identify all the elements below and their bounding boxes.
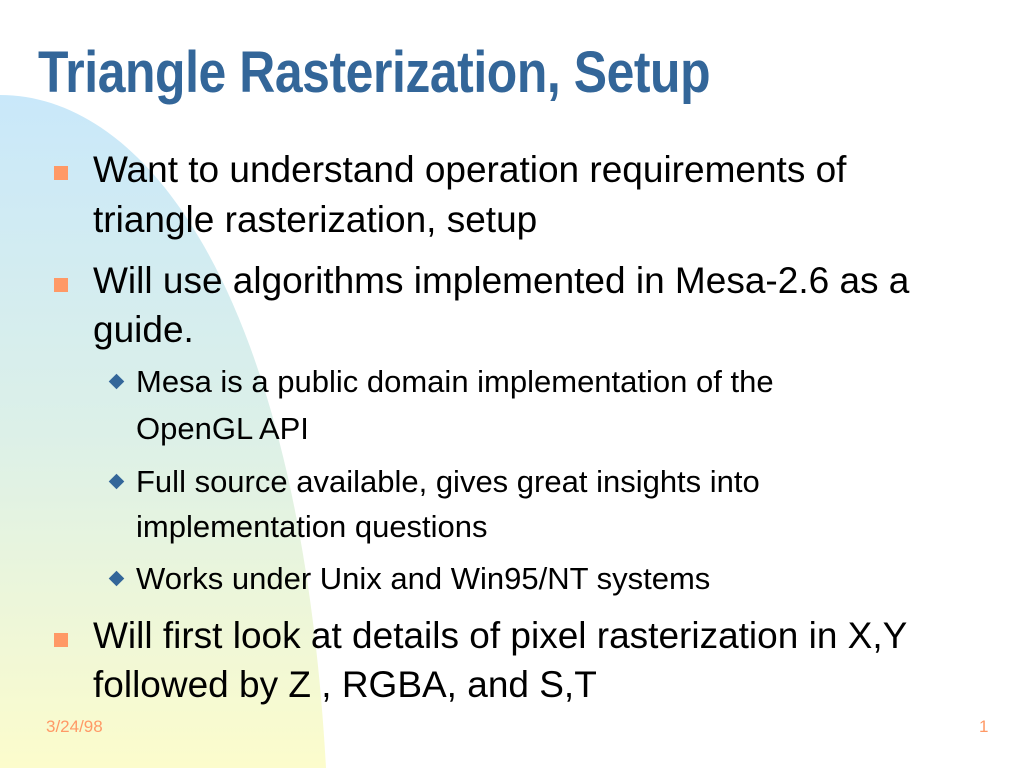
sub-bullet-text: implementation questions bbox=[136, 509, 488, 544]
sub-bullet-text: Works under Unix and Win95/NT systems bbox=[136, 561, 711, 596]
bullet-text: triangle rasterization, setup bbox=[93, 199, 538, 240]
bullet-text: Want to understand operation requirement… bbox=[93, 149, 847, 190]
page-number: 1 bbox=[979, 717, 989, 736]
bullet-text: Will use algorithms implemented in Mesa-… bbox=[93, 260, 910, 301]
sub-bullet-text: Mesa is a public domain implementation o… bbox=[136, 364, 774, 399]
slide-title: Triangle Rasterization, Setup bbox=[38, 40, 711, 105]
bullet-square-icon bbox=[54, 278, 68, 292]
sub-bullet-text: Full source available, gives great insig… bbox=[136, 464, 760, 499]
bullet-text: guide. bbox=[93, 309, 194, 350]
footer-date: 3/24/98 bbox=[46, 717, 103, 736]
bullet-text: Will first look at details of pixel rast… bbox=[93, 615, 908, 656]
bullet-text: followed by Z , RGBA, and S,T bbox=[93, 664, 597, 705]
bullet-square-icon bbox=[54, 166, 68, 180]
sub-bullet-text: OpenGL API bbox=[136, 411, 309, 446]
bullet-square-icon bbox=[54, 633, 68, 647]
